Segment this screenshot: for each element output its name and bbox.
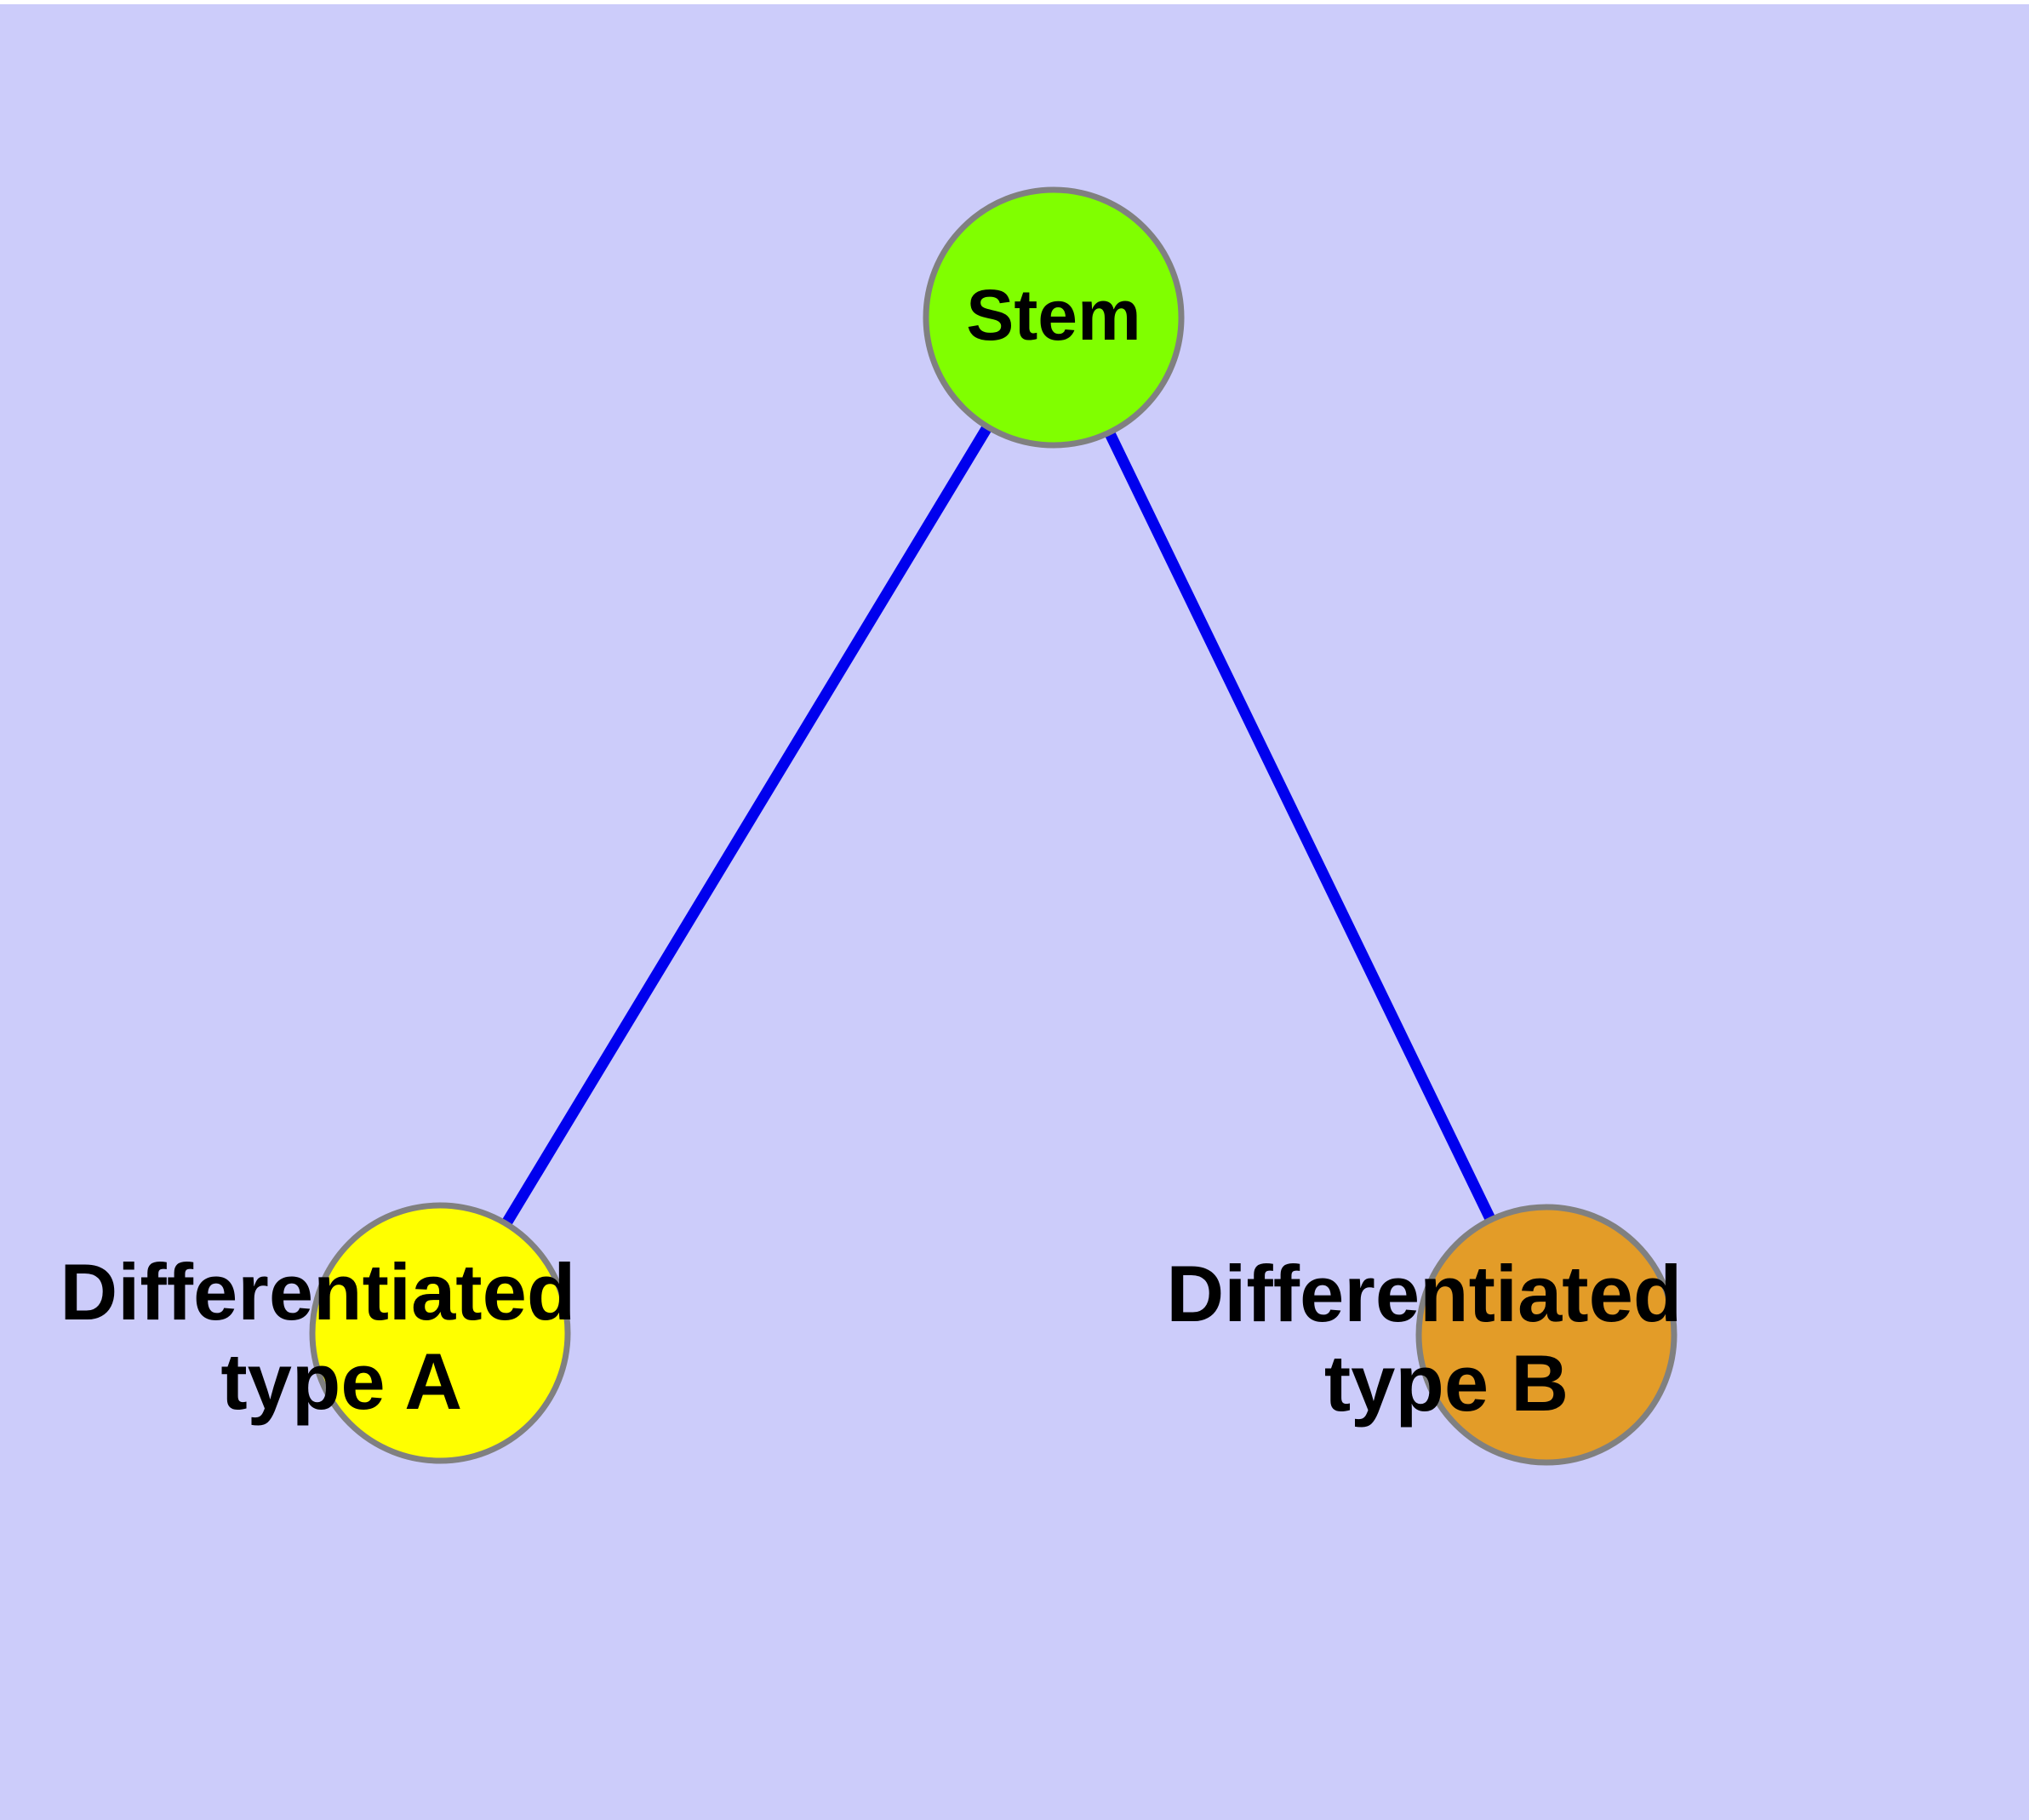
diagram-plot-area: Stem Differentiated type A Differentiate… bbox=[0, 4, 2029, 1820]
edge-stem-to-differentiated-type-b[interactable] bbox=[1049, 315, 1552, 1337]
node-differentiated-type-b[interactable] bbox=[1415, 1204, 1677, 1466]
edge-layer bbox=[435, 314, 1552, 1337]
node-differentiated-type-b-label-line-1: Differentiated bbox=[1166, 1249, 1682, 1338]
node-layer: Stem bbox=[309, 186, 1677, 1466]
node-differentiated-type-a[interactable] bbox=[309, 1202, 571, 1464]
node-differentiated-type-b-label-line-2: type B bbox=[1324, 1338, 1569, 1428]
edge-stem-to-differentiated-type-a[interactable] bbox=[435, 314, 1059, 1336]
node-differentiated-type-a-label-line-1: Differentiated bbox=[60, 1247, 575, 1336]
node-stem-label: Stem bbox=[966, 275, 1140, 355]
node-stem[interactable]: Stem bbox=[923, 186, 1185, 449]
node-differentiated-type-b-circle[interactable] bbox=[1415, 1204, 1677, 1466]
node-differentiated-type-a-label-line-2: type A bbox=[220, 1336, 460, 1426]
node-stem-circle[interactable] bbox=[923, 186, 1185, 449]
graph-svg: Stem Differentiated type A Differentiate… bbox=[60, 186, 1926, 1466]
node-differentiated-type-a-circle[interactable] bbox=[309, 1202, 571, 1464]
node-differentiated-type-a-label: Differentiated type A bbox=[60, 1247, 820, 1426]
node-differentiated-type-b-label: Differentiated type B bbox=[1166, 1249, 1926, 1428]
leaf-label-layer: Differentiated type A Differentiated typ… bbox=[60, 1247, 1926, 1428]
